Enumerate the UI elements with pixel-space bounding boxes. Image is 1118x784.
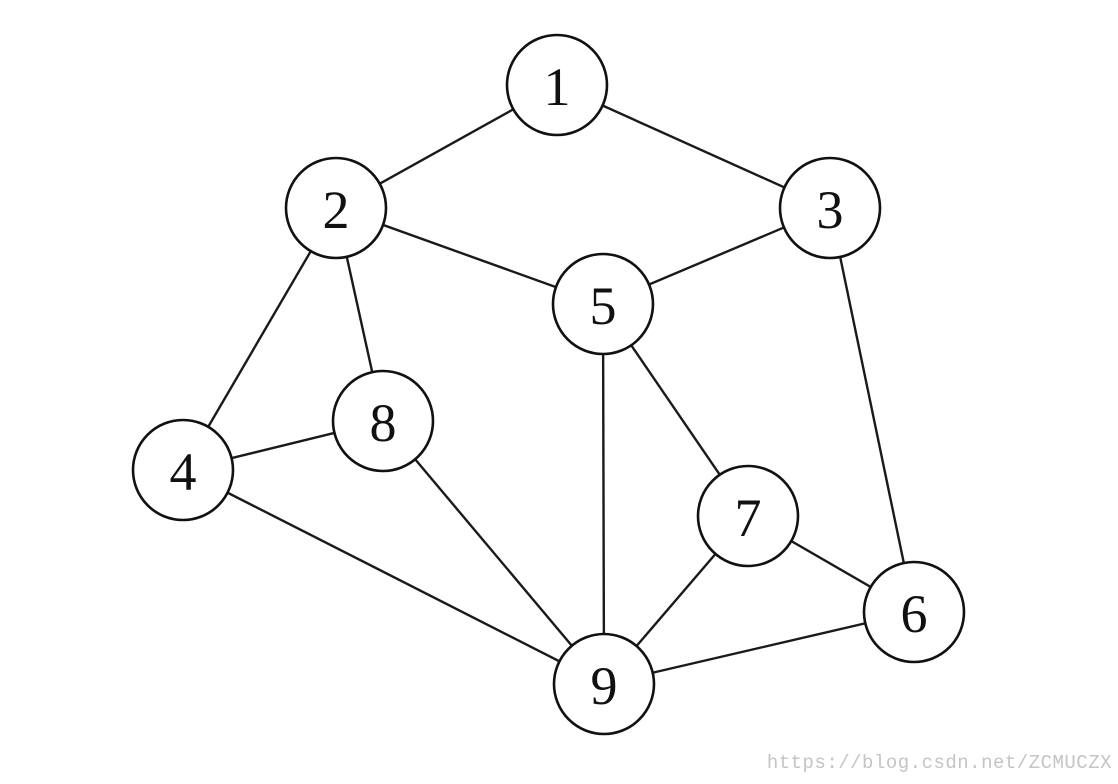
node-label: 9 (591, 656, 618, 716)
node-circle (131, 418, 235, 522)
node-label: 8 (370, 393, 397, 453)
node-circle (284, 156, 388, 260)
node-label: 2 (323, 180, 350, 240)
node-4: 4 (131, 418, 235, 522)
edge-8-9 (382, 420, 605, 685)
node-3: 3 (778, 156, 882, 260)
node-label: 4 (170, 442, 197, 502)
node-label: 3 (817, 180, 844, 240)
node-circle (505, 33, 609, 137)
node-circle (551, 252, 655, 356)
node-label: 5 (590, 276, 617, 336)
node-circle (331, 369, 435, 473)
nodes-layer: 1 2 3 4 5 6 7 8 9 (131, 33, 966, 736)
node-7: 7 (696, 464, 800, 568)
node-circle (778, 156, 882, 260)
node-label: 1 (544, 57, 571, 117)
node-label: 7 (735, 488, 762, 548)
node-circle (696, 464, 800, 568)
edge-3-6 (828, 207, 916, 613)
node-8: 8 (331, 369, 435, 473)
node-5: 5 (551, 252, 655, 356)
edge-4-9 (182, 468, 605, 686)
node-label: 6 (901, 584, 928, 644)
node-6: 6 (862, 560, 966, 664)
edge-9-6 (603, 610, 915, 686)
node-1: 1 (505, 33, 609, 137)
node-9: 9 (552, 632, 656, 736)
node-circle (552, 632, 656, 736)
node-circle (862, 560, 966, 664)
edge-5-9 (601, 303, 606, 685)
watermark-text: https://blog.csdn.net/ZCMUCZX (766, 752, 1112, 774)
node-2: 2 (284, 156, 388, 260)
